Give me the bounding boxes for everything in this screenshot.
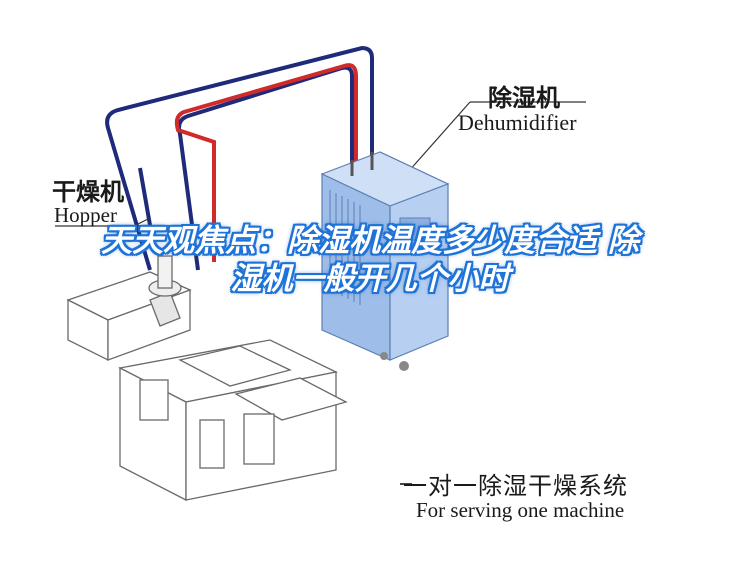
system-label-cn: 一对一除湿干燥系统 bbox=[403, 472, 628, 500]
dehumidifier-label-en: Dehumidifier bbox=[458, 110, 577, 135]
hopper-label-cn: 干燥机 bbox=[52, 178, 124, 206]
hopper-label-en: Hopper bbox=[54, 203, 117, 227]
blue-pipe-outer bbox=[105, 45, 374, 271]
leader-lines bbox=[55, 101, 586, 227]
red-pipe bbox=[174, 63, 358, 262]
article-title-overlay: 天天观焦点：除湿机温度多少度合适 除湿机一般开几个小时 bbox=[101, 223, 639, 297]
injection-machine bbox=[66, 255, 348, 502]
dehumidifier-label-cn: 除湿机 bbox=[488, 84, 560, 112]
blue-pipe-lower bbox=[138, 167, 156, 249]
dehumidifier-unit bbox=[320, 151, 450, 371]
system-label-en: For serving one machine bbox=[416, 498, 625, 522]
pipes bbox=[105, 45, 374, 271]
